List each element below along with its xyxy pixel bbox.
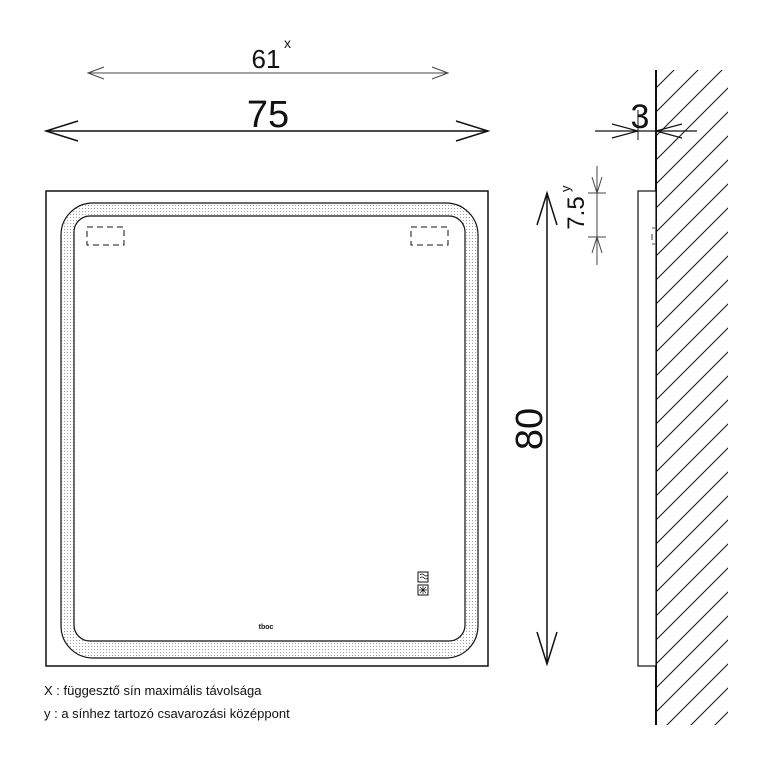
hanger-mark-right bbox=[410, 226, 449, 246]
mirror-side-view bbox=[637, 70, 728, 725]
screw-offset-dimension: 7.5 y bbox=[558, 166, 606, 265]
hanger-mark-left bbox=[86, 226, 125, 246]
defog-icon bbox=[417, 571, 429, 583]
wall-gap-dimension: 3 bbox=[595, 98, 697, 140]
legend-x: X : függesztő sín maximális távolsága bbox=[44, 683, 262, 698]
height-label: 80 bbox=[509, 408, 551, 450]
legend-y: y : a sínhez tartozó csavarozási középpo… bbox=[44, 706, 290, 721]
overall-width-dimension: 75 bbox=[43, 94, 491, 142]
wall-hatch bbox=[656, 70, 728, 725]
overall-width-label: 75 bbox=[247, 94, 289, 136]
height-dimension: 80 bbox=[509, 190, 558, 667]
mirror-outer-frame bbox=[45, 190, 489, 667]
brand-logo: tboc bbox=[259, 624, 274, 631]
rail-width-superscript: x bbox=[284, 35, 291, 51]
led-light-band bbox=[61, 203, 478, 658]
mirror-profile bbox=[637, 190, 657, 667]
wall-gap-label: 3 bbox=[631, 98, 650, 136]
light-switch-icon bbox=[417, 584, 429, 596]
screw-offset-label: 7.5 bbox=[563, 196, 590, 229]
rail-width-label: 61 bbox=[252, 44, 281, 74]
screw-offset-superscript: y bbox=[558, 185, 573, 192]
rail-width-dimension: 61 x bbox=[86, 35, 450, 80]
mirror-front-view: tboc bbox=[45, 190, 489, 667]
